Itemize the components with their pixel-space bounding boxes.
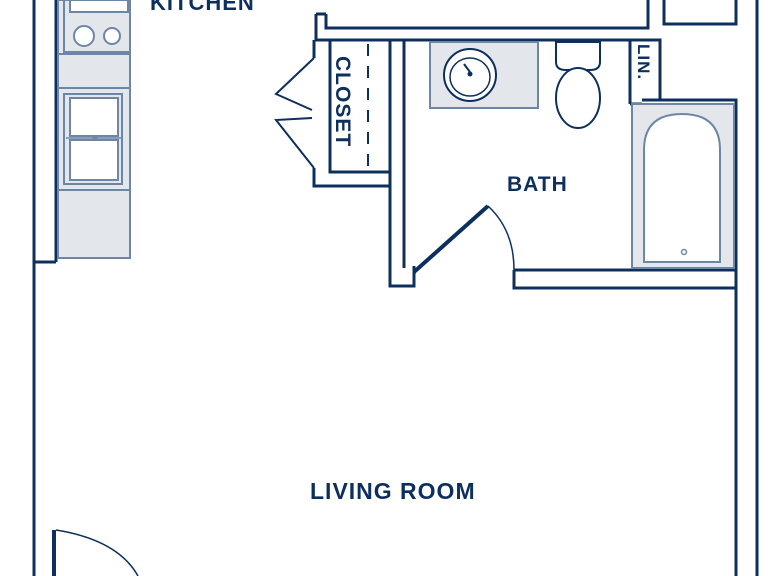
doors xyxy=(52,204,515,576)
linen-closet-walls xyxy=(626,38,738,288)
closet-bifold-door-upper xyxy=(274,57,315,111)
kitchen-label: KITCHEN xyxy=(150,0,255,15)
toilet-icon xyxy=(555,41,601,129)
faucet-icon xyxy=(92,135,98,141)
kitchen-top-wall xyxy=(314,0,650,42)
outer-wall-right xyxy=(734,0,759,576)
bath-door-leaf xyxy=(412,204,490,274)
kitchen-counter xyxy=(57,0,131,259)
bathtub-basin-icon xyxy=(643,112,721,263)
bath-fixtures xyxy=(429,41,735,269)
outer-wall-left-upper xyxy=(32,0,58,272)
closet-doors xyxy=(274,44,369,169)
top-right-block xyxy=(662,0,738,26)
bath-label: BATH xyxy=(507,173,568,196)
sink-basin-icon xyxy=(69,139,119,181)
sink-basin-icon xyxy=(69,97,119,137)
bath-bottom-wall xyxy=(512,268,736,290)
bath-door-swing-arc xyxy=(487,205,515,271)
burner-icon xyxy=(103,27,121,45)
closet-label: CLOSET xyxy=(331,56,354,147)
entry-door-swing-arc xyxy=(55,529,139,576)
closet-bath-partition xyxy=(388,38,636,288)
closet-bifold-door-lower xyxy=(274,117,315,169)
tub-drain-icon xyxy=(680,248,688,256)
walls xyxy=(32,0,759,576)
cooktop-top-panel xyxy=(69,0,129,13)
burner-icon xyxy=(73,25,95,47)
living-room-label: LIVING ROOM xyxy=(310,478,476,504)
linen-closet-label: LIN. xyxy=(634,44,653,80)
